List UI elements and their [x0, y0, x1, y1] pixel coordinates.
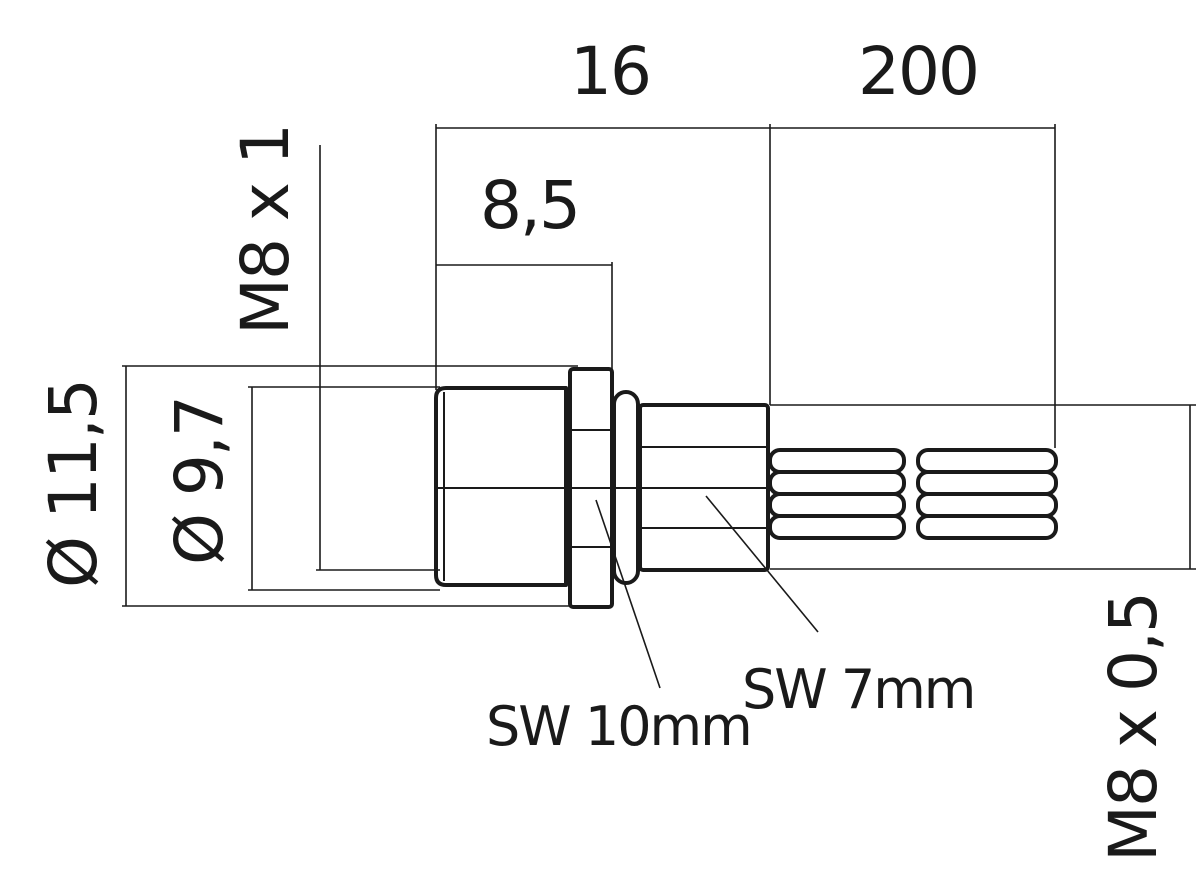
dim-thread-rear: M8 x 0,5 [1095, 593, 1172, 862]
dim-overall-length: 16 [570, 33, 650, 110]
connector-body [434, 367, 770, 609]
dim-outer-diameter: Ø 11,5 [35, 380, 112, 588]
dim-cable-length: 200 [858, 33, 978, 110]
label-sw7: SW 7mm [742, 658, 974, 721]
dim-thread-front: M8 x 1 [227, 125, 304, 335]
cable-wires [768, 448, 1058, 540]
label-sw10: SW 10mm [486, 695, 751, 758]
dim-inner-diameter: Ø 9,7 [161, 397, 238, 565]
dim-thread-length: 8,5 [480, 167, 579, 244]
callout-leaders [595, 495, 819, 689]
dimension-lines [122, 124, 1196, 607]
front-thread-section [434, 386, 568, 587]
